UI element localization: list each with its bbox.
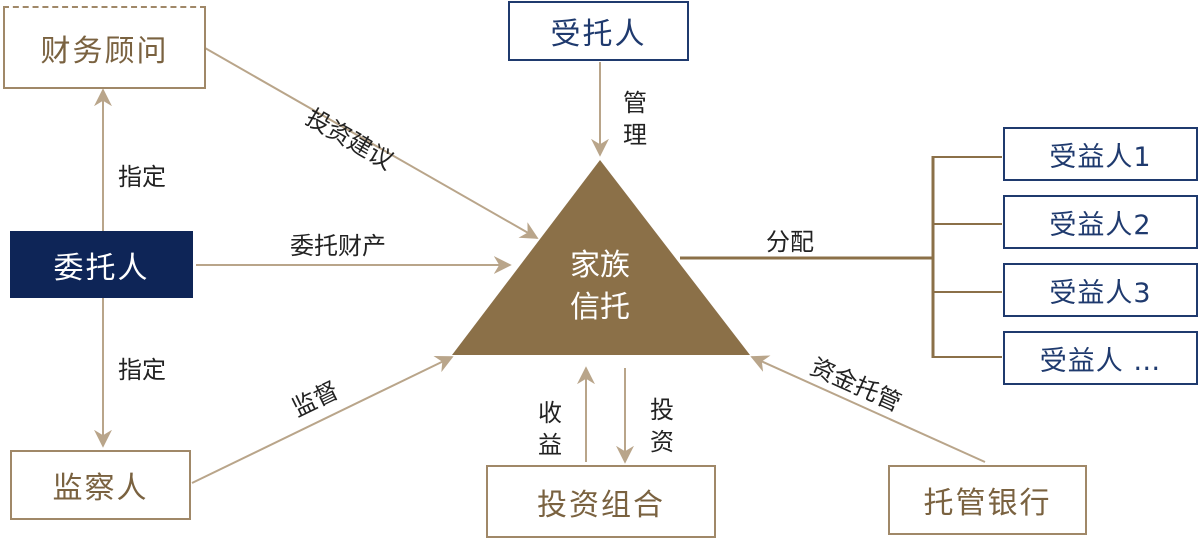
- node-financial-advisor: 财务顾问: [3, 6, 206, 89]
- node-trustee: 受托人: [508, 1, 689, 61]
- trust-label: 家族 信托: [540, 245, 660, 329]
- label-entrust-property: 委托财产: [290, 232, 386, 260]
- node-beneficiary-more: 受益人 …: [1003, 331, 1198, 385]
- label-manage: 管理: [623, 89, 647, 149]
- arrow-supervise: [191, 355, 454, 484]
- label-invest: 投资: [650, 396, 674, 456]
- node-portfolio: 投资组合: [486, 465, 716, 538]
- node-beneficiary-1: 受益人1: [1003, 127, 1198, 181]
- node-supervisor: 监察人: [10, 450, 191, 520]
- trust-triangle: [452, 160, 750, 355]
- trust-label-line2: 信托: [570, 290, 630, 325]
- label-appoint-up: 指定: [118, 163, 166, 191]
- label-appoint-down: 指定: [118, 356, 166, 384]
- node-custodian-bank: 托管银行: [888, 465, 1087, 535]
- arrow-investment-advice: [204, 47, 539, 239]
- node-beneficiary-3: 受益人3: [1003, 263, 1198, 317]
- node-settlor: 委托人: [10, 231, 193, 298]
- trust-label-line1: 家族: [570, 248, 630, 283]
- arrow-fund-custody: [750, 355, 986, 463]
- label-income: 收益: [538, 399, 562, 459]
- label-distribute: 分配: [766, 228, 814, 256]
- node-beneficiary-2: 受益人2: [1003, 195, 1198, 249]
